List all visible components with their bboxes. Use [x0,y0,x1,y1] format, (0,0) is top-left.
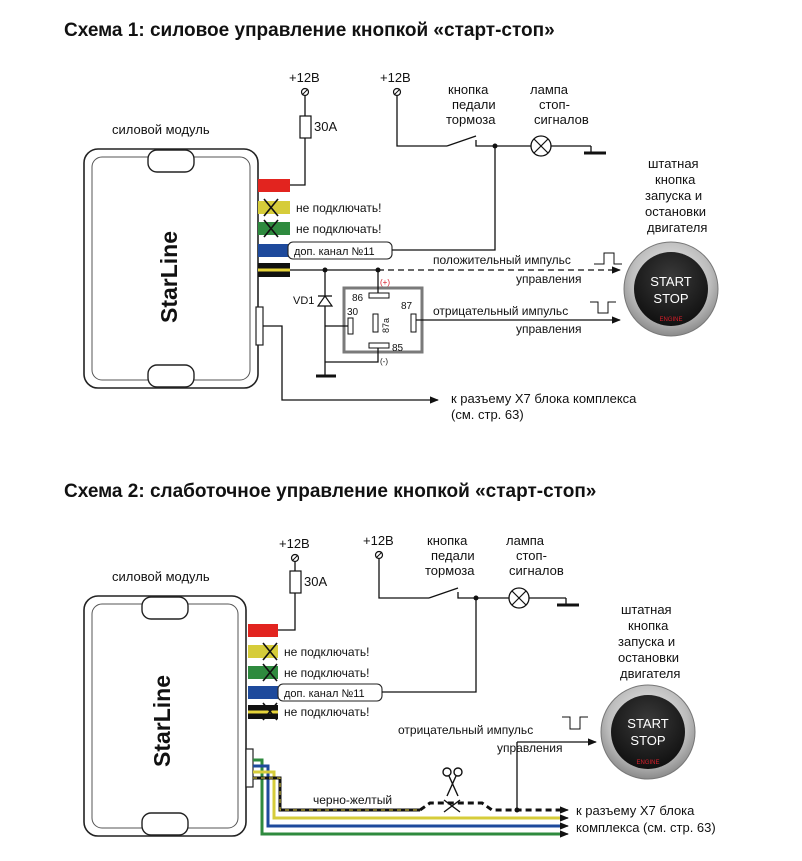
fuse-label: 30А [304,574,327,589]
svg-text:ENGINE: ENGINE [636,760,659,766]
wire-yellow [258,201,290,214]
relay-pin-85: 85 [392,343,404,354]
wire-green [258,222,290,235]
module-label: силовой модуль [112,122,210,137]
wire-red [248,624,278,637]
relay-pin-30: 30 [347,307,359,318]
wire-red [258,179,290,192]
wire-note-green: не подключать! [284,666,369,680]
brake-lamp-label: лампа стоп- сигналов [506,533,564,578]
power-module: StarLine [83,148,264,389]
no-connect-x-icon [262,642,278,721]
brake-button-label: кнопка педали тормоза [446,82,499,127]
stock-button-label: штатная кнопка запуска и остановки двига… [645,156,710,235]
relay-pin-86: 86 [352,293,364,304]
lamp-icon [508,587,530,609]
fuse-label: 30А [314,119,337,134]
brake-lamp-label: лампа стоп- сигналов [530,82,589,127]
module-label: силовой модуль [112,569,210,584]
scheme1: силовой модуль StarLine не подключать! н… [83,70,719,422]
scheme1-title: Схема 1: силовое управление кнопкой «ста… [64,20,555,41]
brake-switch [428,587,459,599]
stock-button-label: штатная кнопка запуска и остановки двига… [618,602,683,681]
relay-pin-87a: 87а [381,318,391,333]
wire-note-yellow: не подключать! [284,645,369,659]
start-stop-button: START STOP ENGINE [600,684,696,780]
relay-plus-label: (+) [380,278,390,287]
x7-connector-label: к разъему Х7 блока комплекса (см. стр. 6… [451,391,640,422]
positive-pulse-label: положительный импульс управления [433,253,581,286]
diode-vd1 [316,294,334,307]
scissors-icon [442,767,463,813]
scheme2-title: Схема 2: слаботочное управление кнопкой … [64,481,597,502]
plus12-right: +12В [380,70,411,85]
positive-pulse-icon [594,252,622,265]
wire-note-yellow: не подключать! [296,201,381,215]
negative-pulse-icon [562,716,588,730]
wire-blue [258,244,290,257]
brake-switch [446,135,477,147]
wire-yellow [248,645,278,658]
svg-text:STOP: STOP [653,291,688,306]
aux-channel-label: доп. канал №11 [294,246,375,258]
scheme2: силовой модуль StarLine не подключать! н… [83,533,716,838]
svg-text:START: START [650,274,691,289]
brake-button-label: кнопка педали тормоза [425,533,478,578]
wire-note-black: не подключать! [284,705,369,719]
relay-pin-87: 87 [401,301,413,312]
wire-green [248,666,278,679]
starline-logo: StarLine [149,675,175,767]
negative-pulse-icon [590,301,616,314]
negative-pulse-label: отрицательный импульс управления [398,723,562,755]
relay-minus-label: (-) [380,357,388,366]
plus12-left: +12В [279,536,310,551]
start-stop-button: START STOP ENGINE [623,241,719,337]
x7-connector-label: к разъему Х7 блока комплекса (см. стр. 6… [576,803,716,835]
svg-text:START: START [627,716,668,731]
plus12-right: +12В [363,533,394,548]
aux-channel-label: доп. канал №11 [284,688,365,700]
fuse [299,115,312,139]
black-yellow-label: черно-желтый [313,793,392,807]
lamp-icon [530,135,552,157]
wire-note-green: не подключать! [296,222,381,236]
svg-text:STOP: STOP [630,733,665,748]
relay: 86 30 87а 87 85 [342,286,424,354]
svg-text:ENGINE: ENGINE [659,317,682,323]
no-connect-x-icon [263,198,279,238]
starline-logo: StarLine [156,231,182,323]
plus12-left: +12В [289,70,320,85]
fuse [289,570,302,594]
wire-harness [253,758,560,836]
wire-blue [248,686,278,699]
diode-label: VD1 [293,295,314,307]
negative-pulse-label: отрицательный импульс управления [433,304,581,336]
power-module: StarLine [83,595,254,837]
